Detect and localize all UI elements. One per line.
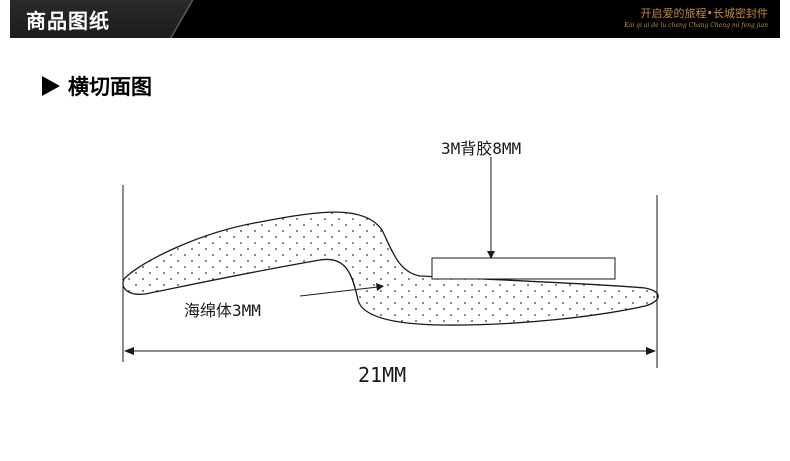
slogan-cn: 开启爱的旅程•长城密封件 bbox=[640, 7, 769, 20]
brand-slogan: 开启爱的旅程•长城密封件 Kai qi ai de lu cheng Chang… bbox=[624, 5, 768, 29]
section-heading: 横切面图 bbox=[42, 74, 152, 99]
width-label: 21MM bbox=[358, 363, 406, 387]
foam-label: 海绵体3MM bbox=[184, 301, 261, 320]
foam-leader-line bbox=[299, 286, 379, 297]
width-arrow-right bbox=[646, 347, 656, 355]
foam-body-shape bbox=[122, 211, 659, 326]
adhesive-label: 3M背胶8MM bbox=[441, 139, 521, 158]
page-title: 商品图纸 bbox=[26, 9, 110, 33]
section-label: 横切面图 bbox=[68, 75, 152, 99]
width-arrow-left bbox=[124, 347, 134, 355]
title-bar: 商品图纸 开启爱的旅程•长城密封件 Kai qi ai de lu cheng … bbox=[10, 0, 780, 38]
slogan-en: Kai qi ai de lu cheng Chang Cheng mi fen… bbox=[624, 22, 768, 29]
adhesive-tape-rect bbox=[431, 257, 616, 280]
adhesive-leader-arrowhead bbox=[487, 251, 495, 259]
triangle-arrow-icon bbox=[42, 76, 60, 96]
foam-leader-arrowhead bbox=[376, 283, 384, 291]
